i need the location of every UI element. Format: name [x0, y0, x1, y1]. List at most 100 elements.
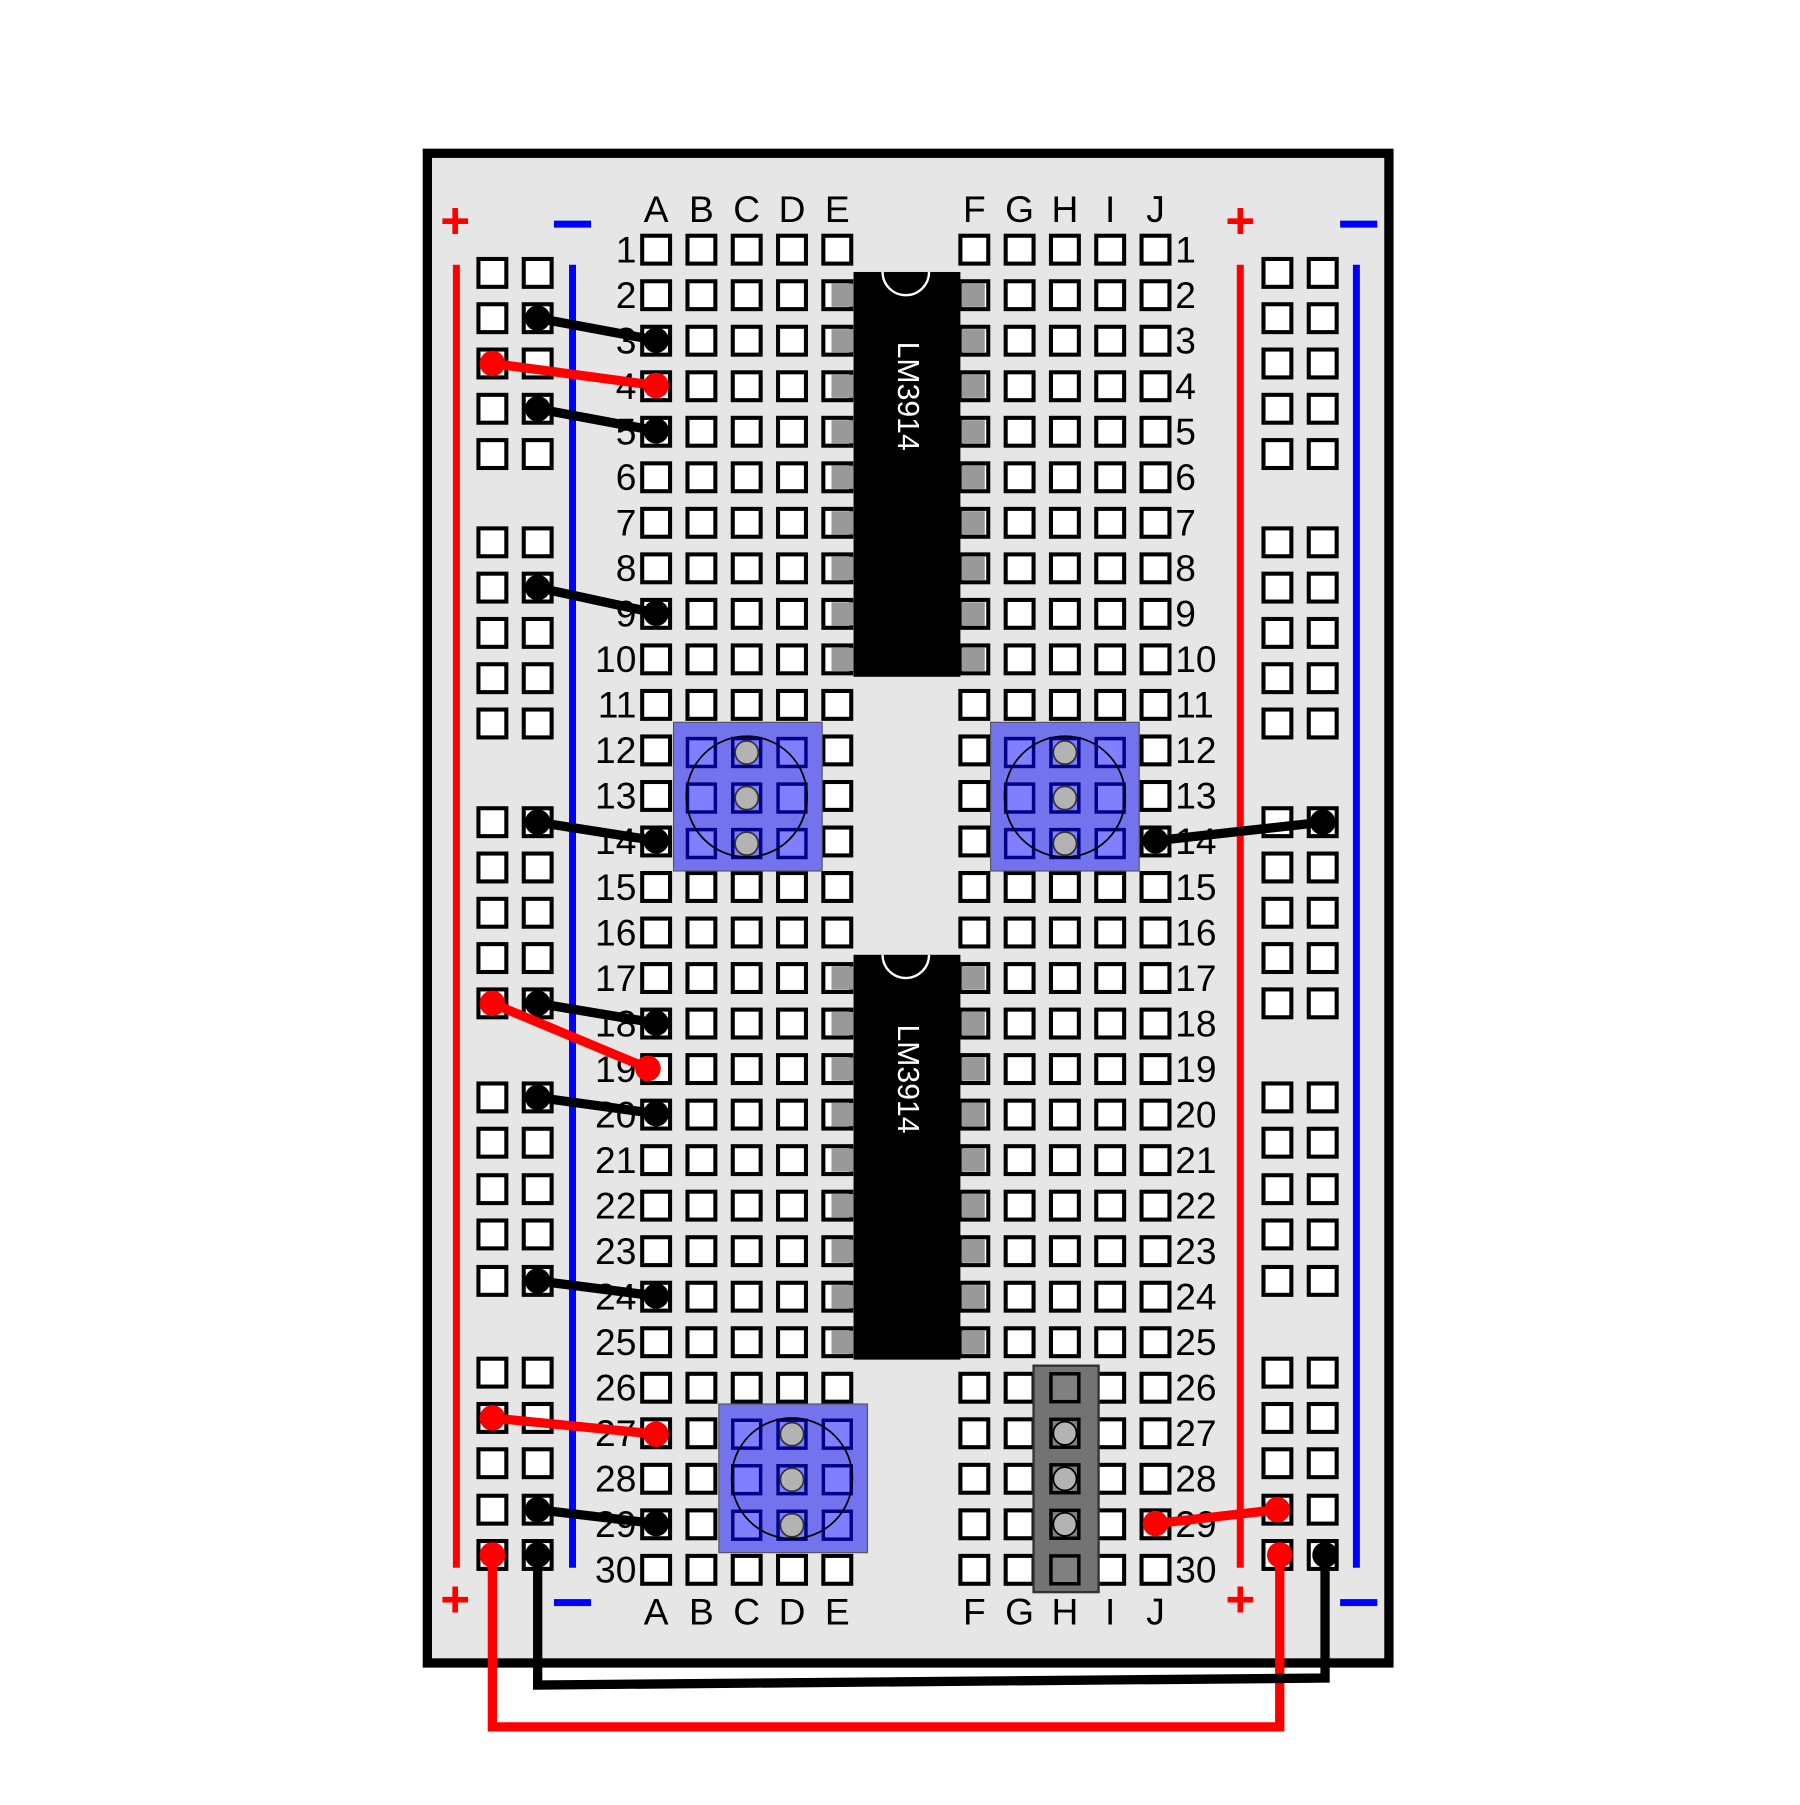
hole[interactable]: [640, 1553, 673, 1586]
hole[interactable]: [1094, 1098, 1127, 1131]
hole[interactable]: [1306, 1356, 1339, 1389]
potentiometer[interactable]: [718, 1403, 869, 1554]
hole[interactable]: [1261, 392, 1294, 425]
hole[interactable]: [821, 734, 854, 767]
hole[interactable]: [1048, 688, 1081, 721]
hole[interactable]: [821, 916, 854, 949]
hole[interactable]: [730, 461, 763, 494]
hole[interactable]: [476, 1264, 509, 1297]
hole[interactable]: [730, 1189, 763, 1222]
hole[interactable]: [1261, 707, 1294, 740]
hole[interactable]: [1003, 461, 1036, 494]
hole[interactable]: [1306, 1081, 1339, 1114]
hole[interactable]: [1261, 571, 1294, 604]
hole[interactable]: [730, 370, 763, 403]
hole[interactable]: [1306, 392, 1339, 425]
hole[interactable]: [640, 552, 673, 585]
hole[interactable]: [640, 279, 673, 312]
hole[interactable]: [1003, 1280, 1036, 1313]
hole[interactable]: [1261, 1401, 1294, 1434]
hole[interactable]: [685, 279, 718, 312]
hole[interactable]: [1094, 871, 1127, 903]
hole[interactable]: [685, 1144, 718, 1177]
hole[interactable]: [730, 643, 763, 676]
hole[interactable]: [1003, 643, 1036, 676]
hole[interactable]: [1306, 438, 1339, 471]
hole[interactable]: [640, 1462, 673, 1495]
potentiometer[interactable]: [990, 721, 1140, 872]
hole[interactable]: [1003, 871, 1036, 903]
hole[interactable]: [476, 662, 509, 695]
hole[interactable]: [640, 688, 673, 721]
hole[interactable]: [685, 1417, 718, 1450]
hole[interactable]: [685, 1189, 718, 1222]
hole[interactable]: [1306, 1493, 1339, 1526]
hole[interactable]: [1048, 461, 1081, 494]
hole[interactable]: [730, 415, 763, 448]
wire-black[interactable]: [1142, 809, 1336, 854]
hole[interactable]: [821, 825, 854, 858]
hole[interactable]: [640, 779, 673, 812]
hole[interactable]: [1139, 1326, 1172, 1359]
hole[interactable]: [730, 1144, 763, 1177]
hole[interactable]: [640, 1371, 673, 1404]
hole[interactable]: [685, 962, 718, 995]
wire-black[interactable]: [524, 1496, 669, 1537]
hole[interactable]: [685, 1280, 718, 1313]
hole[interactable]: [1048, 916, 1081, 949]
hole[interactable]: [476, 1493, 509, 1526]
hole[interactable]: [730, 1371, 763, 1404]
hole[interactable]: [1139, 1235, 1172, 1268]
hole[interactable]: [1003, 1007, 1036, 1040]
hole[interactable]: [730, 597, 763, 630]
hole[interactable]: [1306, 1126, 1339, 1159]
hole[interactable]: [476, 1218, 509, 1251]
hole[interactable]: [776, 506, 808, 539]
hole[interactable]: [476, 851, 509, 884]
hole[interactable]: [1094, 916, 1127, 949]
hole[interactable]: [776, 415, 808, 448]
hole[interactable]: [521, 1126, 554, 1159]
hole[interactable]: [521, 526, 554, 559]
hole[interactable]: [1003, 688, 1036, 721]
ic-chip-lm3914[interactable]: [853, 954, 961, 1360]
hole[interactable]: [1094, 370, 1127, 403]
hole[interactable]: [958, 779, 991, 812]
hole[interactable]: [1094, 1462, 1127, 1495]
hole[interactable]: [521, 438, 554, 471]
hole[interactable]: [685, 1508, 718, 1541]
hole[interactable]: [1261, 1173, 1294, 1206]
wire-red[interactable]: [479, 1542, 1293, 1732]
hole[interactable]: [1261, 987, 1294, 1020]
hole[interactable]: [958, 1371, 991, 1404]
hole[interactable]: [730, 1235, 763, 1268]
hole[interactable]: [1261, 526, 1294, 559]
hole[interactable]: [776, 643, 808, 676]
hole[interactable]: [521, 256, 554, 289]
hole[interactable]: [730, 916, 763, 949]
hole[interactable]: [1003, 1189, 1036, 1222]
hole[interactable]: [1139, 643, 1172, 676]
hole[interactable]: [685, 1371, 718, 1404]
hole[interactable]: [476, 1173, 509, 1206]
hole[interactable]: [685, 871, 718, 903]
hole[interactable]: [821, 779, 854, 812]
hole[interactable]: [476, 1126, 509, 1159]
hole[interactable]: [1048, 1235, 1081, 1268]
hole[interactable]: [640, 916, 673, 949]
hole[interactable]: [1306, 987, 1339, 1020]
hole[interactable]: [1261, 438, 1294, 471]
hole[interactable]: [958, 688, 991, 721]
wire-red[interactable]: [1142, 1496, 1291, 1537]
hole[interactable]: [1261, 1081, 1294, 1114]
hole[interactable]: [640, 506, 673, 539]
hole[interactable]: [776, 916, 808, 949]
hole[interactable]: [1003, 1144, 1036, 1177]
hole[interactable]: [521, 1447, 554, 1480]
hole[interactable]: [685, 1462, 718, 1495]
ic-chip-lm3914[interactable]: [853, 271, 961, 677]
hole[interactable]: [685, 324, 718, 357]
hole[interactable]: [1306, 1447, 1339, 1480]
wire-black[interactable]: [524, 1542, 1338, 1690]
hole[interactable]: [1139, 415, 1172, 448]
